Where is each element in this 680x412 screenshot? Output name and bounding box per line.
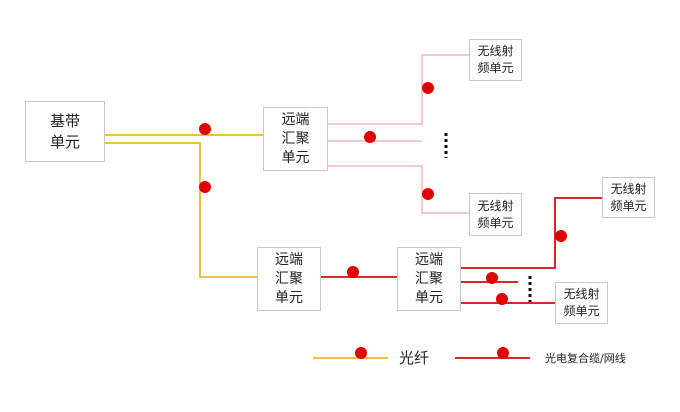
remote-aggregation-unit-label: 远端 汇聚 单元 — [415, 251, 443, 306]
legend-composite-label: 光电复合缆/网线 — [545, 352, 626, 365]
connector-dot — [199, 181, 211, 193]
baseband-unit-box: 基带 单元 — [25, 101, 105, 162]
connector-dot — [496, 293, 508, 305]
remote-aggregation-unit-bottom-left: 远端 汇聚 单元 — [257, 247, 321, 311]
connector-dot — [555, 230, 567, 242]
remote-aggregation-unit-bottom-right: 远端 汇聚 单元 — [397, 247, 461, 311]
link-agg-top-to-rru-top-2 — [327, 165, 469, 214]
radio-unit-top-1: 无线射 频单元 — [469, 39, 522, 81]
legend-composite-symbol — [455, 347, 530, 359]
remote-aggregation-unit-top: 远端 汇聚 单元 — [263, 107, 328, 171]
radio-unit-label: 无线射 频单元 — [563, 287, 600, 318]
connector-dot — [199, 123, 211, 135]
link-agg-br-to-rru-right-1 — [460, 197, 602, 269]
fiber-link-bbu-to-agg-bottom — [104, 142, 257, 278]
legend-composite-dot — [497, 347, 509, 359]
composite-links-top — [327, 54, 469, 214]
legend-fiber-symbol — [313, 347, 388, 359]
radio-unit-right-1: 无线射 频单元 — [602, 177, 655, 218]
fiber-links — [104, 134, 263, 278]
link-agg-top-to-rru-top-1 — [327, 54, 469, 125]
remote-aggregation-unit-label: 远端 汇聚 单元 — [275, 251, 303, 306]
radio-unit-label: 无线射 频单元 — [477, 44, 514, 75]
legend-fiber-label: 光纤 — [399, 349, 430, 367]
composite-links-bottom — [320, 197, 602, 304]
legend-fiber-dot — [355, 347, 367, 359]
connector-dot — [364, 131, 376, 143]
connector-dot — [486, 272, 498, 284]
radio-unit-label: 无线射 频单元 — [477, 198, 514, 230]
radio-unit-label: 无线射 频单元 — [610, 181, 647, 213]
remote-aggregation-unit-label: 远端 汇聚 单元 — [281, 111, 310, 166]
connector-dots — [199, 82, 567, 305]
connector-dot — [347, 266, 359, 278]
connector-dot — [422, 188, 434, 200]
radio-unit-top-2: 无线射 频单元 — [469, 193, 522, 236]
connector-dot — [422, 82, 434, 94]
radio-unit-right-2: 无线射 频单元 — [555, 282, 608, 324]
baseband-unit-label: 基带 单元 — [49, 111, 80, 151]
